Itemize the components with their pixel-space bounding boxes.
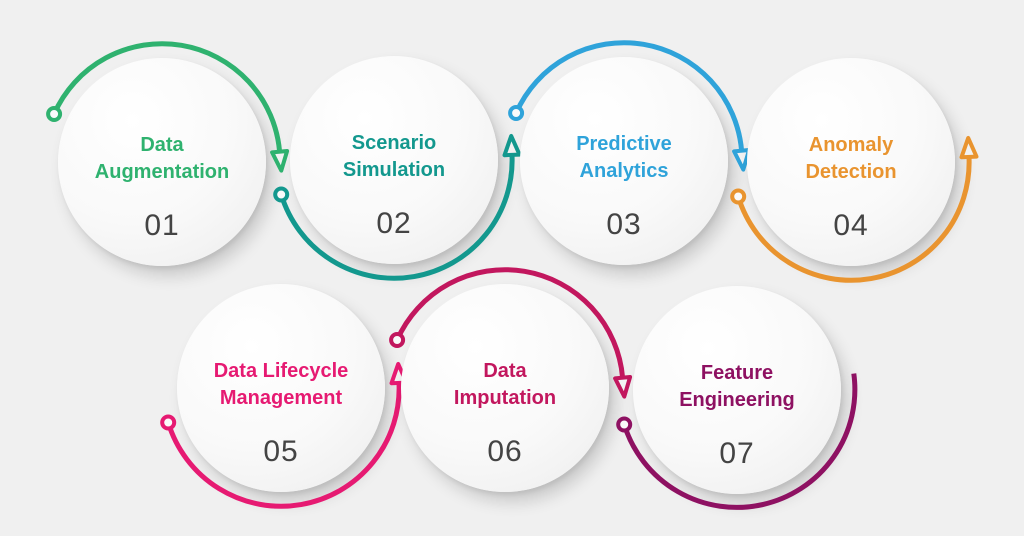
arc-start-ring-icon <box>389 332 406 348</box>
step-circle <box>747 58 955 266</box>
step-circle <box>401 284 609 492</box>
step-title: Anomaly Detection <box>751 132 951 186</box>
step-title-line2: Analytics <box>579 160 669 182</box>
step-title-line1: Data <box>140 134 184 156</box>
step-04-anomaly-detection: Anomaly Detection 04 <box>721 32 981 292</box>
step-title: Scenario Simulation <box>294 130 494 184</box>
step-number: 04 <box>833 209 869 242</box>
step-02-scenario-simulation: Scenario Simulation 02 <box>264 30 524 290</box>
step-title-line2: Engineering <box>679 389 795 411</box>
arc-stroke <box>394 267 626 378</box>
arc-stroke <box>51 41 283 152</box>
step-title-line2: Simulation <box>342 159 446 181</box>
step-07-feature-engineering: Feature Engineering 07 <box>607 260 867 520</box>
step-title: Data Lifecycle Management <box>181 358 381 412</box>
arc-stroke <box>735 156 972 283</box>
step-circle <box>177 284 385 492</box>
arrowhead-up-icon <box>502 133 522 158</box>
arc-start-ring-icon <box>616 416 633 433</box>
step-title-line2: Augmentation <box>94 161 230 183</box>
step-title-line1: Predictive <box>576 133 672 155</box>
arc-start-ring-icon <box>273 186 290 203</box>
arc-stroke <box>278 154 515 281</box>
arrowhead-down-icon <box>732 148 752 172</box>
step-circle <box>58 58 266 266</box>
step-arc <box>730 135 979 283</box>
step-title-line2: Management <box>219 387 343 409</box>
step-number: 05 <box>263 435 299 468</box>
arc-start-ring-icon <box>508 105 525 121</box>
step-05-data-lifecycle-management: Data Lifecycle Management 05 <box>151 258 411 518</box>
arc-start-ring-icon <box>46 106 63 122</box>
step-title-line1: Data <box>483 360 527 382</box>
arrowhead-down-icon <box>270 149 290 173</box>
step-number: 01 <box>144 209 180 242</box>
step-number: 03 <box>606 208 642 241</box>
step-arc <box>616 373 858 510</box>
step-number: 06 <box>487 435 523 468</box>
arc-start-ring-icon <box>160 414 177 431</box>
step-circle <box>290 56 498 264</box>
arc-start-ring-icon <box>730 188 747 205</box>
arc-stroke <box>513 40 745 151</box>
step-06-data-imputation: Data Imputation 06 <box>375 258 635 518</box>
step-03-predictive-analytics: Predictive Analytics 03 <box>494 31 754 291</box>
step-title: Predictive Analytics <box>524 131 724 185</box>
step-circle <box>520 57 728 265</box>
step-number: 07 <box>719 437 755 470</box>
step-arc <box>508 40 752 172</box>
arrowhead-up-icon <box>959 135 979 160</box>
step-title-line1: Anomaly <box>808 134 894 156</box>
step-title-line1: Data Lifecycle <box>213 360 349 382</box>
step-title: Data Augmentation <box>62 132 262 186</box>
arrowhead-down-icon <box>613 375 633 399</box>
step-title-line1: Scenario <box>351 132 437 154</box>
step-number: 02 <box>376 207 412 240</box>
step-arc <box>46 41 290 173</box>
step-arc <box>273 133 522 281</box>
arc-stroke <box>165 382 402 509</box>
step-title-line2: Imputation <box>453 387 557 409</box>
step-title: Feature Engineering <box>637 360 837 414</box>
arc-stroke <box>621 373 858 510</box>
step-title-line1: Feature <box>700 362 774 384</box>
step-01-data-augmentation: Data Augmentation 01 <box>32 32 292 292</box>
step-arc <box>389 267 633 399</box>
step-circle <box>633 286 841 494</box>
step-title: Data Imputation <box>405 358 605 412</box>
step-title-line2: Detection <box>805 161 897 183</box>
